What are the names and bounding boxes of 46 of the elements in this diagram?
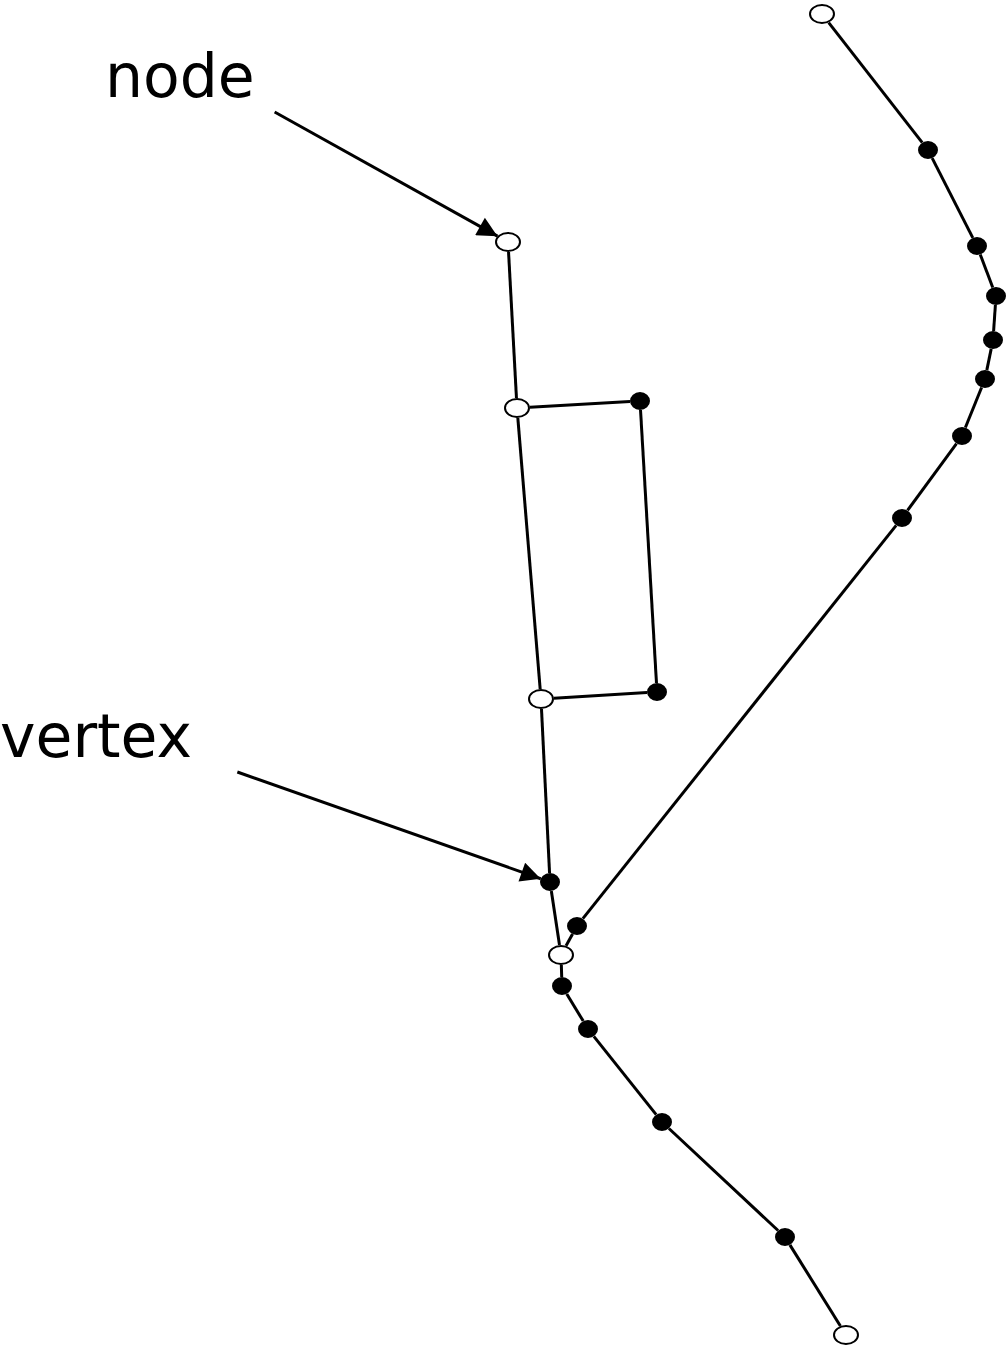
connector-line — [964, 386, 983, 429]
connector-line — [788, 1244, 842, 1327]
connector-line — [553, 691, 648, 700]
node-circle — [833, 1325, 859, 1345]
node-circle — [809, 4, 835, 24]
connector-line — [930, 157, 975, 239]
connector-line — [639, 409, 658, 684]
node-circle — [504, 398, 530, 418]
connector-line — [581, 524, 898, 920]
vertex-dot — [892, 509, 912, 527]
connector-line — [667, 1127, 780, 1232]
vertex-dot — [652, 1113, 672, 1131]
connector-line — [978, 254, 995, 288]
vertex-dot — [552, 977, 572, 995]
leader-arrow — [273, 110, 499, 238]
connector-line — [540, 708, 552, 874]
leader-arrow — [236, 770, 542, 882]
connector-line — [565, 993, 585, 1022]
connector-line — [559, 964, 564, 978]
node-circle — [495, 232, 521, 252]
vertex-dot — [986, 287, 1006, 305]
callout-label: vertex — [0, 701, 192, 771]
connector-line — [827, 21, 924, 144]
vertex-dot — [540, 873, 560, 891]
vertex-dot — [567, 917, 587, 935]
vertex-dot — [952, 427, 972, 445]
connector-line — [564, 933, 574, 947]
vertex-dot — [967, 237, 987, 255]
node-circle — [528, 689, 554, 709]
connector-line — [549, 890, 561, 946]
connector-line — [985, 348, 993, 371]
vertex-dot — [578, 1020, 598, 1038]
vertex-dot — [983, 331, 1003, 349]
vertex-dot — [647, 683, 667, 701]
callout-label: node — [105, 41, 255, 111]
vertex-dot — [918, 141, 938, 159]
connector-line — [992, 304, 997, 332]
connector-line — [529, 400, 631, 409]
connector-line — [906, 442, 958, 512]
vertex-dot — [630, 392, 650, 410]
connector-line — [592, 1035, 658, 1116]
connector-line — [507, 251, 518, 399]
connector-line — [516, 417, 542, 690]
vertex-dot — [775, 1228, 795, 1246]
vertex-dot — [975, 370, 995, 388]
node-circle — [548, 945, 574, 965]
